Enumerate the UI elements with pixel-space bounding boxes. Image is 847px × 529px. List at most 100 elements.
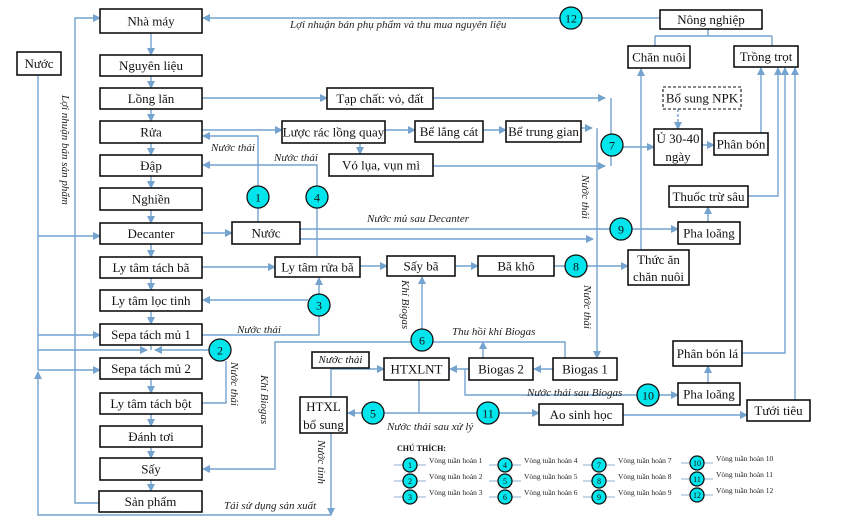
- cycle-marker-10: 10: [636, 383, 660, 407]
- box-frame: [99, 323, 203, 346]
- box-frame: [713, 132, 769, 156]
- box-frame: [552, 357, 618, 381]
- box-chan-nuoi: Chăn nuôi: [627, 45, 691, 69]
- cycle-number: 11: [482, 407, 494, 421]
- box-frame: [538, 403, 624, 426]
- legend-label: Vòng tuần hoàn 7: [618, 456, 672, 465]
- box-frame: [99, 256, 203, 279]
- legend-circle: [689, 487, 705, 503]
- box-trong-trot: Trồng trọt: [733, 45, 799, 68]
- box-frame: [99, 187, 203, 211]
- flow-label-nuoc-thai-vertical-2: Nước thải: [228, 361, 240, 406]
- legend-label: Vòng tuần hoàn 6: [524, 488, 578, 497]
- box-tap-chat: Tạp chất: vỏ, đất: [326, 87, 434, 110]
- flow-labels: Lợi nhuận bán phụ phẩm và thu mua nguyên…: [59, 19, 622, 512]
- cycle-marker-12: 12: [559, 6, 583, 30]
- box-label: Lồng lăn: [128, 91, 175, 106]
- legend-circle: [591, 489, 607, 505]
- box-frame: [468, 357, 534, 381]
- box-label: HTXL: [306, 399, 341, 414]
- box-thuoc-tru-sau: Thuốc trừ sâu: [668, 185, 749, 208]
- cycle-marker-2: 2: [208, 338, 232, 362]
- flow-arrow: [74, 14, 101, 504]
- flow-label-nuoc-mu-sau-decanter: Nước mủ sau Decanter: [366, 213, 470, 225]
- box-label: Tạp chất: vỏ, đất: [336, 91, 424, 106]
- box-label: Đập: [140, 158, 162, 173]
- box-rua: Rửa: [99, 120, 203, 144]
- cycle-number: 9: [618, 223, 624, 237]
- box-label: Lược rác lồng quay: [283, 125, 385, 140]
- box-say: Sấy: [99, 457, 203, 481]
- box-label: Pha loãng: [683, 226, 735, 241]
- box-be-lang-cat: Bể lắng cát: [414, 120, 484, 143]
- cycle-circle: [208, 338, 232, 362]
- cycle-number: 1: [255, 191, 261, 205]
- box-frame: [99, 87, 203, 110]
- cycle-number: 4: [314, 191, 320, 205]
- box-frame: [99, 289, 203, 312]
- flow-label-tai-su-dung: Tái sử dụng sản xuất: [224, 500, 317, 512]
- box-frame: [99, 154, 203, 177]
- box-nuoc-mid: Nước: [231, 221, 301, 245]
- flow-label-nuoc-thai-sau-biogas: Nước thải sau Biogas: [526, 387, 622, 399]
- box-frame: [326, 87, 434, 110]
- box-frame: [99, 222, 203, 245]
- box-frame: [328, 153, 434, 177]
- cycle-number: 10: [642, 389, 654, 403]
- flow-arrow: [464, 369, 679, 399]
- legend-label: Vòng tuần hoàn 8: [618, 472, 672, 481]
- box-ba-kho: Bã khô: [477, 255, 555, 277]
- box-label: Bã khô: [497, 259, 534, 274]
- legend-number: 9: [597, 493, 601, 502]
- cycle-marker-4: 4: [305, 185, 329, 209]
- flow-arrow: [748, 67, 782, 197]
- legend-circle: [402, 489, 418, 505]
- cycle-number: 7: [609, 139, 615, 153]
- box-ly-tam-loc-tinh: Ly tâm lọc tinh: [99, 289, 203, 312]
- legend-circle: [689, 455, 705, 471]
- cycle-marker-5: 5: [361, 401, 385, 425]
- flow-arrow: [202, 316, 320, 336]
- box-label: Bổ sung NPK: [666, 91, 739, 106]
- flow-label-nuoc-thai-dap: Nước thải: [273, 152, 318, 164]
- box-frame: [311, 351, 370, 369]
- box-label: bổ sung: [303, 417, 344, 432]
- box-bo-sung-npk: Bổ sung NPK: [662, 86, 742, 110]
- cycle-circle: [564, 254, 588, 278]
- box-label: Nghiền: [132, 192, 171, 207]
- box-label: Phân bón lá: [677, 346, 739, 361]
- legend-circle: [591, 473, 607, 489]
- box-label: Pha loãng: [683, 387, 735, 402]
- box-label: Decanter: [128, 226, 176, 241]
- box-label: Sấy: [141, 462, 161, 477]
- cycle-marker-1: 1: [246, 185, 270, 209]
- cycle-marker-8: 8: [564, 254, 588, 278]
- box-label: Nước: [24, 56, 53, 71]
- cycle-number: 8: [573, 260, 579, 274]
- box-label: Tưới tiêu: [754, 403, 803, 418]
- box-label: Ly tâm rửa bã: [281, 260, 354, 275]
- box-frame: [274, 256, 361, 278]
- box-ly-tam-rua-ba: Ly tâm rửa bã: [274, 256, 361, 278]
- box-sepa-2: Sepa tách mủ 2: [99, 357, 203, 380]
- legend-number: 10: [693, 459, 701, 468]
- cycle-marker-9: 9: [609, 217, 633, 241]
- box-label: HTXLNT: [391, 362, 443, 377]
- legend-circle: [689, 471, 705, 487]
- box-frame: [668, 185, 749, 208]
- legend-label: Vòng tuần hoàn 12: [716, 486, 774, 495]
- box-frame: [99, 457, 203, 481]
- cycle-number: 3: [316, 299, 322, 313]
- legend-circle: [497, 473, 513, 489]
- box-label: Chăn nuôi: [632, 50, 686, 65]
- flow-label-nuoc-tinh: Nước tinh: [315, 439, 327, 484]
- box-vo-lua: Vỏ lụa, vụn mì: [328, 153, 434, 177]
